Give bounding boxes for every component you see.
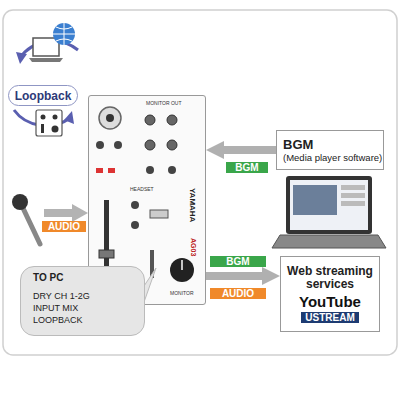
globe-lines <box>53 23 75 45</box>
laptop-screen <box>286 176 372 234</box>
knob <box>146 166 154 174</box>
media-player-box: BGM(Media player software) <box>276 130 384 170</box>
microphone-illustration <box>12 194 88 244</box>
jack <box>167 115 177 125</box>
node-text: DRY CH 1-2G <box>33 291 90 301</box>
node-text: USTREAM <box>301 312 358 323</box>
mixer-icon-knob <box>52 126 59 133</box>
node-text: YAMAHA <box>188 188 197 222</box>
node-text: Web streaming services <box>285 265 375 291</box>
loop-arrow-head <box>16 52 27 64</box>
laptop-illustration <box>272 176 386 248</box>
mic-arrow-head <box>72 204 88 222</box>
streaming-box: Web streaming servicesYouTubeUSTREAM <box>280 256 380 332</box>
node-text: Loopback <box>15 89 72 103</box>
sidebar-item <box>341 201 365 206</box>
xlr-jack <box>99 107 121 129</box>
xlr-jack-center <box>106 114 114 122</box>
signal-arrow <box>206 272 262 280</box>
mic-head <box>12 194 28 210</box>
node-text: YouTube <box>299 293 361 310</box>
signal-tag: BGM <box>226 162 268 173</box>
panel-label: MONITOR OUT <box>146 100 181 106</box>
knob <box>131 201 139 209</box>
mixer-icon-knob <box>41 115 46 120</box>
node-text: (Media player software) <box>283 152 377 163</box>
led <box>108 168 115 173</box>
mixer-icon <box>36 110 62 136</box>
monitor-knob <box>170 258 194 282</box>
monitor-knob-mark <box>181 260 183 270</box>
node-text: AG03 <box>190 238 197 256</box>
signal-tag: AUDIO <box>210 288 266 299</box>
panel-label: MONITOR <box>170 290 194 296</box>
node-text: BGM <box>283 137 377 152</box>
mic-arrow <box>44 209 72 217</box>
sidebar-item <box>341 185 365 190</box>
knob <box>96 141 104 149</box>
knob <box>168 166 176 174</box>
loopback-icon <box>14 23 78 136</box>
outer-frame <box>3 10 397 355</box>
panel-label: HEADSET <box>130 186 154 192</box>
mic-handle <box>22 206 40 244</box>
jack <box>145 115 155 125</box>
signal-tag: AUDIO <box>42 221 86 232</box>
switch <box>150 210 168 218</box>
sidebar-item <box>341 193 365 198</box>
laptop-icon <box>33 38 59 56</box>
node-text: TO PC <box>33 272 63 283</box>
jack <box>167 140 177 150</box>
knob <box>131 221 139 229</box>
node-text: LOOPBACK <box>33 315 83 325</box>
signal-arrow <box>224 146 276 154</box>
signal-tag: BGM <box>210 256 266 267</box>
laptop-display <box>290 180 368 230</box>
laptop-base <box>272 235 386 248</box>
loop-arrow-head <box>64 111 74 124</box>
loopback-pill: Loopback <box>8 85 78 106</box>
mixer-icon-knob <box>53 115 58 120</box>
node-text: INPUT MIX <box>33 303 78 313</box>
video-frame <box>293 185 337 215</box>
laptop-icon-base <box>29 58 63 62</box>
mixer-icon-fader <box>41 124 44 133</box>
jack <box>145 140 155 150</box>
globe-icon <box>53 23 75 45</box>
led <box>96 168 103 173</box>
fader-cap <box>99 250 114 258</box>
to-pc-callout: TO PC DRY CH 1-2G INPUT MIX LOOPBACK <box>20 266 145 336</box>
knob <box>114 141 122 149</box>
